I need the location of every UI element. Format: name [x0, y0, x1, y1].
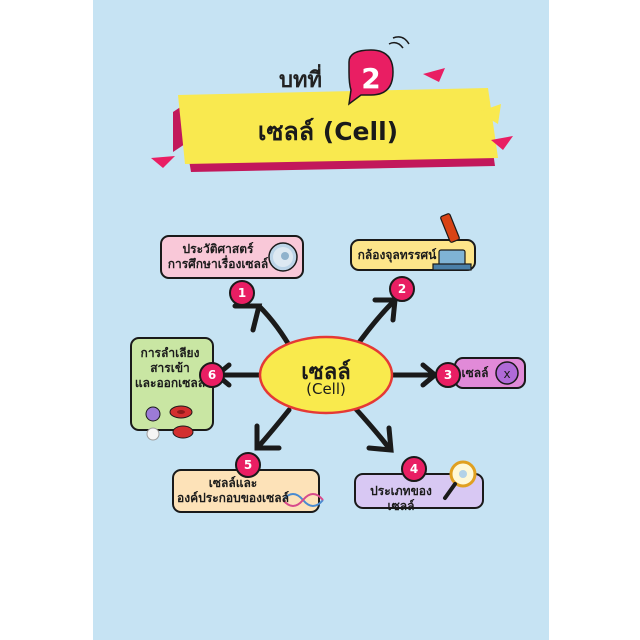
cell-icon: x [495, 361, 519, 385]
topic-4-line-1: ประเภทของเซลล์ [370, 484, 432, 513]
chapter-number: 2 [361, 62, 381, 95]
motion-line [392, 36, 410, 45]
topic-1-box [160, 235, 304, 279]
blood-cells-icon [145, 405, 194, 441]
chapter-number-bubble [348, 36, 410, 106]
arrowhead-topic-5 [254, 423, 282, 451]
topic-3-line-1: เซลล์ [461, 366, 489, 380]
topic-2-number-badge: 2 [389, 276, 415, 302]
arrowhead-topic-4 [366, 425, 394, 453]
topic-5-label: เซลล์และ องค์ประกอบของเซลล์ [177, 476, 289, 506]
topic-3-number-badge: 3 [435, 362, 461, 388]
arrowhead-topic-1 [232, 303, 263, 333]
arrow-to-topic-4 [352, 405, 392, 451]
topic-1-line-2: การศึกษาเรื่องเซลล์ [167, 257, 269, 271]
topic-6-line-1: การลำเลียง [140, 346, 200, 360]
topic-4-number-badge: 4 [401, 456, 427, 482]
chapter-label: บทที่ [279, 68, 322, 93]
diagram-shapes: x [130, 36, 526, 513]
topic-6-line-2: สารเข้า [150, 361, 190, 375]
topic-6-line-3: และออกเซลล์ [134, 376, 206, 390]
arrow-to-topic-2 [352, 299, 396, 351]
topic-2-label: กล้องจุลทรรศน์ [355, 248, 439, 263]
topic-1-label: ประวัติศาสตร์ การศึกษาเรื่องเซลล์ [165, 242, 271, 272]
arrow-to-topic-5 [256, 407, 292, 449]
topic-1-line-1: ประวัติศาสตร์ [182, 242, 254, 256]
center-topic-thai: เซลล์ [301, 360, 351, 385]
center-ellipse [258, 335, 394, 415]
dna-icon [282, 493, 324, 507]
svg-text:x: x [503, 367, 510, 381]
topic-5-line-2: องค์ประกอบของเซลล์ [177, 491, 289, 505]
motion-line [388, 41, 404, 49]
confetti-triangle [423, 68, 445, 82]
topic-6-number-badge: 6 [199, 362, 225, 388]
topic-2-line-1: กล้องจุลทรรศน์ [357, 248, 437, 262]
topic-1-number-badge: 1 [229, 280, 255, 306]
microscope-icon [432, 213, 472, 271]
topic-6-label: การลำเลียง สารเข้า และออกเซลล์ [133, 346, 207, 391]
confetti-triangle [478, 104, 501, 124]
topic-3-label: เซลล์ [455, 366, 495, 381]
magnifier-icon [443, 460, 477, 500]
topic-5-line-1: เซลล์และ [208, 476, 258, 490]
title-banner [151, 68, 513, 172]
chapter-title: เซลล์ (Cell) [257, 117, 399, 146]
cell-microscope-view-icon [268, 242, 298, 272]
topic-5-number-badge: 5 [235, 452, 261, 478]
center-topic-english: (Cell) [306, 380, 346, 398]
confetti-triangle [491, 136, 513, 150]
topic-4-label: ประเภทของเซลล์ [359, 484, 443, 514]
confetti-triangle [151, 156, 175, 168]
book-page: x บทที่ 2 เซลล์ (Cell) เซลล์ (Cell) ประว… [93, 0, 549, 640]
